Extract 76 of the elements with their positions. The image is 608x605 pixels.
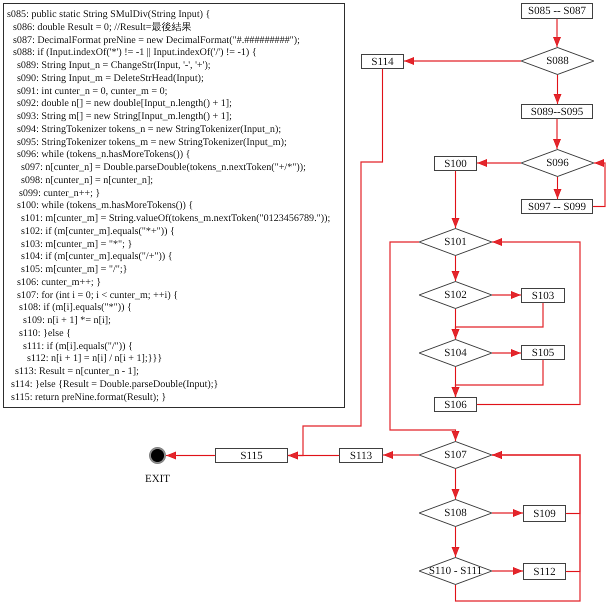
code-line: s086: double Result = 0; //Result=最後結果 <box>12 22 192 34</box>
process-box: S100 <box>434 156 477 171</box>
code-line: s102: if (m[cunter_m].equals("*+")) { <box>20 226 176 238</box>
flow-arrow <box>452 527 460 557</box>
code-line: s101: m[cunter_m] = String.valueOf(tokens_m.nextToken("0123456789.")); <box>20 213 332 226</box>
step-label: S102 <box>444 289 467 301</box>
process-box: S112 <box>523 563 566 580</box>
flow-arrow <box>166 452 215 460</box>
code-line: s096: while (tokens_n.hasMoreTokens()) { <box>16 149 192 162</box>
flow-arrow <box>554 177 562 199</box>
code-line: s100: while (tokens_m.hasMoreTokens()) { <box>16 200 194 213</box>
step-label: S107 <box>444 449 467 461</box>
process-box: S109 <box>523 505 566 522</box>
flow-arrow <box>492 349 521 357</box>
code-line: s107: for (int i = 0; i < cunter_m; ++i) { <box>16 290 180 302</box>
process-box: S106 <box>434 397 477 412</box>
process-box: S097 -- S099 <box>521 199 593 214</box>
code-line: s092: double n[] = new double[Input_n.length() + 1]; <box>16 98 233 111</box>
step-label: S104 <box>444 347 467 359</box>
flow-arrow <box>593 159 606 208</box>
flow-arrow <box>553 19 561 47</box>
code-listing-panel <box>3 3 345 408</box>
code-line: s110: }else { <box>18 328 72 340</box>
step-label: S088 <box>546 55 569 67</box>
flow-arrow <box>383 451 419 459</box>
step-label: S096 <box>546 157 569 169</box>
code-line: s106: cunter_m++; } <box>16 276 102 290</box>
flow-arrow <box>492 567 523 575</box>
flow-arrow <box>452 367 460 397</box>
flow-arrow <box>452 256 460 281</box>
process-box: S085 -- S087 <box>521 3 593 19</box>
code-line: s104: if (m[cunter_m].equals("/+")) { <box>20 251 174 264</box>
process-box: S113 <box>339 448 383 463</box>
process-box: S105 <box>521 345 565 360</box>
code-line: s085: public static String SMulDiv(String Input) { <box>7 9 212 22</box>
flow-arrow <box>288 69 384 460</box>
exit-label: EXIT <box>144 473 170 485</box>
flow-arrow <box>477 159 521 167</box>
process-box: S114 <box>361 54 404 69</box>
step-label: S110 - S111 <box>428 565 482 577</box>
flow-arrow <box>554 75 562 104</box>
flow-arrow <box>492 509 523 517</box>
process-box: S103 <box>521 288 565 303</box>
code-line: s089: String Input_n = ChangeStr(Input, '-', '+'); <box>16 60 212 73</box>
code-line: s099: cunter_n++; } <box>18 188 102 200</box>
code-line: s087: DecimalFormat preNine = new DecimalFormat("#.#########"); <box>12 34 301 48</box>
code-line: s113: Result = n[cunter_n - 1]; <box>14 366 140 379</box>
code-line: s098: n[cunter_n] = n[cunter_n]; <box>20 174 154 188</box>
code-line: s093: String m[] = new String[Input_m.length() + 1]; <box>16 111 233 124</box>
code-line: s095: StringTokenizer tokens_m = new StringTokenizer(Input_m); <box>16 136 288 150</box>
process-box: S115 <box>215 448 288 463</box>
flow-arrow <box>452 469 460 499</box>
process-box: S089--S095 <box>521 104 593 119</box>
code-line: s115: return preNine.format(Result); } <box>10 392 168 404</box>
code-line: s111: if (m[i].equals("/")) { <box>22 340 134 354</box>
code-line: s112: n[i + 1] = n[i] / n[i + 1];}}} <box>26 353 164 366</box>
code-line: s105: m[cunter_m] = "/";} <box>20 264 129 277</box>
flow-arrow <box>404 57 521 65</box>
code-line: s097: n[cunter_n] = Double.parseDouble(tokens_n.nextToken("+/*")); <box>20 162 307 175</box>
code-line: s094: StringTokenizer tokens_n = new StringTokenizer(Input_n); <box>16 124 282 136</box>
code-line: s088: if (Input.indexOf('*') != -1 || Input.indexOf('/') != -1) { <box>12 47 258 60</box>
flow-arrow <box>553 119 561 149</box>
step-label: S108 <box>444 507 467 519</box>
flow-arrow <box>389 241 460 441</box>
flow-arrow <box>452 309 460 339</box>
flow-arrow <box>452 171 460 228</box>
code-line: s109: n[i + 1] *= n[i]; <box>22 315 112 328</box>
code-line: s103: m[cunter_m] = "*"; } <box>20 238 134 252</box>
flow-arrow <box>454 451 581 602</box>
code-line: s091: int cunter_n = 0, cunter_m = 0; <box>16 86 168 98</box>
code-line: s114: }else {Result = Double.parseDouble(Input);} <box>10 378 220 392</box>
flow-arrow <box>492 291 521 299</box>
code-line: s090: String Input_m = DeleteStrHead(Input); <box>16 72 205 86</box>
step-label: S101 <box>444 236 467 248</box>
code-line: s108: if (m[i].equals("*")) { <box>18 302 133 315</box>
flow-arrow <box>477 238 581 406</box>
